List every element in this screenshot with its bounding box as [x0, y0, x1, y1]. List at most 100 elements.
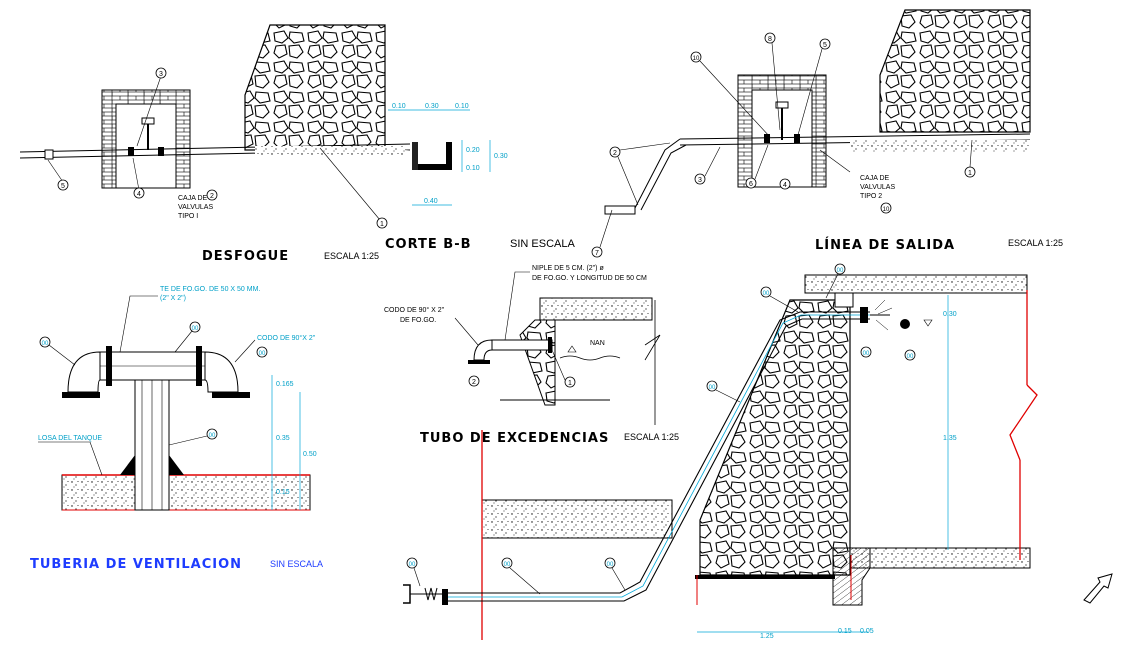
vent-dim-3: 0.50: [303, 451, 317, 458]
svg-text:5: 5: [61, 183, 65, 190]
svg-text:4: 4: [137, 191, 141, 198]
title-corte: CORTE B-B: [385, 237, 472, 252]
tubo-balloon-2: [468, 375, 480, 387]
corte-detail-callouts: 00 00 00 00 00 00 00 00: [406, 263, 916, 595]
scale-corte: SIN ESCALA: [510, 238, 575, 250]
title-desfogue: DESFOGUE: [202, 249, 289, 264]
linea-balloon-10b: [880, 202, 892, 214]
svg-text:00: 00: [192, 326, 199, 332]
vent-balloon-1: [39, 336, 51, 348]
svg-text:00: 00: [837, 268, 844, 274]
desfogue-balloon-2: [57, 179, 69, 191]
desfogue-balloon-5: [376, 217, 388, 229]
vent-dim-2: 0.35: [276, 435, 290, 442]
linea-caja-l3: TIPO 2: [860, 193, 882, 200]
svg-text:1: 1: [380, 221, 384, 228]
svg-text:5: 5: [823, 42, 827, 49]
desfogue-dim-3: 0.10: [455, 103, 469, 110]
svg-text:00: 00: [42, 341, 49, 347]
tubo-codo-1: CODO DE 90° X 2": [384, 306, 445, 314]
ventilacion-drawing: [61, 346, 311, 511]
desfogue-caja-l3: TIPO I: [178, 213, 198, 220]
corte-balloon-5: [706, 380, 718, 392]
svg-text:00: 00: [763, 291, 770, 297]
vent-balloon-2: [189, 321, 201, 333]
svg-text:2: 2: [210, 193, 214, 200]
linea-balloon-3: [694, 173, 706, 185]
corte-balloon-2: [760, 286, 772, 298]
scale-desfogue: ESCALA 1:25: [324, 251, 379, 261]
svg-text:2: 2: [472, 379, 476, 386]
svg-text:00: 00: [504, 562, 511, 568]
tubo-niple-1: NIPLE DE 5 CM. (2") ø: [532, 265, 604, 272]
tubo-nan: NAN: [590, 340, 605, 347]
desfogue-dim-4: 0.20: [466, 147, 480, 154]
linea-balloon-7: [591, 246, 603, 258]
desfogue-balloon-3: [133, 187, 145, 199]
desfogue-caja-l2: VALVULAS: [178, 204, 213, 211]
desfogue-callouts: 3 5 4 2 1 CAJA DE VALVULAS TIPO I: [47, 67, 388, 229]
title-tubo: TUBO DE EXCEDENCIAS: [420, 431, 609, 446]
linea-balloon-5: [819, 38, 831, 50]
desfogue-dim-7: 0.40: [424, 198, 438, 205]
corte-balloon-6: [406, 557, 418, 569]
linea-caja-l1: CAJA DE: [860, 175, 890, 182]
vent-te-label-1: TE DE FO.GO. DE 50 X 50 MM.: [160, 286, 260, 293]
linea-balloon-8: [764, 32, 776, 44]
title-linea: LÍNEA DE SALIDA: [815, 237, 955, 253]
svg-text:00: 00: [409, 562, 416, 568]
corte-balloon-1: [834, 263, 846, 275]
svg-text:4: 4: [783, 182, 787, 189]
ventilacion-dimensions: 0.165 0.35 0.50 0.15: [271, 375, 317, 510]
desfogue-balloon-1: [155, 67, 167, 79]
desfogue-dimensions: 0.10 0.30 0.10 0.20 0.30 0.10 0.40: [388, 103, 508, 206]
linea-balloon-10a: [690, 51, 702, 63]
vent-dim-1: 0.165: [276, 381, 294, 388]
corte-balloon-4: [904, 349, 916, 361]
corte-dim-3: 1.25: [760, 633, 774, 640]
svg-text:8: 8: [768, 36, 772, 43]
linea-callouts: 10 8 5 2 3 6 4 1 7 10 CAJA DE VALVULAS T…: [591, 32, 976, 258]
svg-text:10: 10: [693, 56, 700, 62]
vent-codo-label: CODO DE 90°X 2": [257, 334, 316, 342]
corte-dim-1: 0.30: [943, 311, 957, 318]
svg-text:00: 00: [259, 351, 266, 357]
svg-text:00: 00: [709, 385, 716, 391]
scale-linea: ESCALA 1:25: [1008, 238, 1063, 248]
vent-losa-label: LOSA DEL TANQUE: [38, 435, 102, 442]
desfogue-dim-1: 0.10: [392, 103, 406, 110]
corte-balloon-8: [604, 557, 616, 569]
svg-text:1: 1: [568, 380, 572, 387]
corte-dim-2: 1.35: [943, 435, 957, 442]
corte-balloon-3: [860, 346, 872, 358]
svg-text:00: 00: [863, 351, 870, 357]
tubo-balloon-1: [564, 376, 576, 388]
svg-text:1: 1: [968, 170, 972, 177]
corte-dim-5: 0.05: [860, 628, 874, 635]
scale-tubo: ESCALA 1:25: [624, 432, 679, 442]
corte-dim-4: 0.15: [838, 628, 852, 635]
ventilacion-callouts: TE DE FO.GO. DE 50 X 50 MM. (2" X 2") CO…: [38, 286, 316, 476]
linea-balloon-2: [609, 146, 621, 158]
desfogue-drawing: [19, 24, 452, 189]
title-ventilacion: TUBERIA DE VENTILACION: [30, 557, 242, 572]
tubo-codo-2: DE FO.GO.: [400, 317, 436, 324]
svg-text:2: 2: [613, 150, 617, 157]
linea-drawing: [604, 9, 1031, 215]
corte-balloon-7: [501, 557, 513, 569]
tubo-callouts: NIPLE DE 5 CM. (2") ø DE FO.GO. Y LONGIT…: [384, 265, 647, 388]
linea-balloon-4: [779, 178, 791, 190]
svg-text:3: 3: [698, 177, 702, 184]
vent-dim-4: 0.15: [276, 489, 290, 496]
tubo-niple-2: DE FO.GO. Y LONGITUD DE 50 CM: [532, 275, 647, 282]
desfogue-dim-5: 0.30: [494, 153, 508, 160]
svg-text:6: 6: [749, 181, 753, 188]
vent-balloon-4: [206, 428, 218, 440]
desfogue-balloon-4: [206, 189, 218, 201]
svg-text:10: 10: [883, 207, 890, 213]
svg-text:00: 00: [607, 562, 614, 568]
linea-balloon-6: [745, 177, 757, 189]
svg-text:7: 7: [595, 250, 599, 257]
desfogue-dim-6: 0.10: [466, 165, 480, 172]
